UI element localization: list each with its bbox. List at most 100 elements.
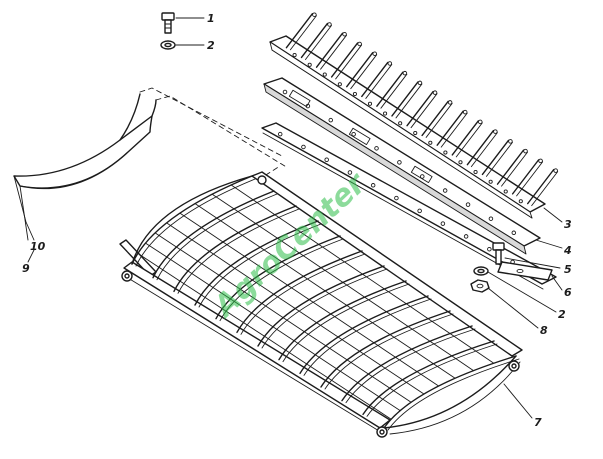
comb-hole xyxy=(292,53,297,58)
callout-3: 3 xyxy=(564,218,572,231)
strip-4-hole xyxy=(488,216,494,221)
strip-5-hole xyxy=(394,195,399,201)
callout-7: 7 xyxy=(534,416,542,429)
comb-hole xyxy=(367,101,373,106)
comb-tooth-tip xyxy=(508,139,513,144)
grate-arc-bar xyxy=(278,280,407,361)
comb-hole xyxy=(458,160,463,165)
grate-arc-bar-edge xyxy=(177,208,300,294)
comb-tooth-edge xyxy=(531,171,559,207)
grate-rod xyxy=(145,242,401,412)
grate-arc-bar-edge xyxy=(135,178,256,267)
grate-arc-bar-edge xyxy=(156,193,278,281)
comb-tooth-edge xyxy=(501,151,528,187)
callout-10: 10 xyxy=(30,240,46,253)
comb-tooth xyxy=(330,42,359,78)
comb-holes xyxy=(292,53,523,204)
callout-5: 5 xyxy=(564,263,572,276)
strip-4-hole xyxy=(351,131,356,137)
comb-bar-part-3 xyxy=(269,12,559,219)
grate-rod xyxy=(154,232,412,403)
strip-5-hole xyxy=(347,170,353,175)
grate-arc-bar xyxy=(383,355,517,429)
comb-hole xyxy=(428,140,433,145)
grate-arc-bar-edge xyxy=(282,283,410,363)
comb-tooth-edge xyxy=(485,141,513,177)
comb-tooth-tip xyxy=(462,109,468,115)
strip-5-hole xyxy=(440,221,446,226)
comb-tooth-edge xyxy=(455,122,483,158)
comb-tooth-edge xyxy=(425,102,453,138)
grate-arc-bar xyxy=(320,310,451,388)
comb-hole xyxy=(503,189,508,194)
comb-tooth-tip xyxy=(357,41,362,47)
comb-hole xyxy=(352,92,357,97)
grate-arc-bar-edge xyxy=(324,313,454,390)
extension-shell-part-9-10 xyxy=(13,87,289,190)
comb-tooth-edge xyxy=(410,93,438,129)
strip-5-hole xyxy=(277,131,283,137)
strip-4-hole xyxy=(465,202,471,207)
grate-longitudinal-rods xyxy=(137,184,495,420)
grate-arc-bar xyxy=(257,265,385,347)
comb-hole xyxy=(337,82,342,87)
comb-tooth xyxy=(346,51,374,88)
comb-hole xyxy=(307,62,312,67)
grate-arc-bar-edge xyxy=(387,358,520,431)
concave-grate-part-7 xyxy=(119,171,523,438)
grate-arc-bar-edge xyxy=(303,298,432,376)
washer-part-2-top xyxy=(160,40,176,50)
grate-arc-bar xyxy=(341,325,473,402)
comb-tooth-edge xyxy=(395,83,423,119)
callout-6: 6 xyxy=(564,286,572,299)
grate-rod xyxy=(230,184,495,364)
grate-arc-bar-edge xyxy=(198,223,322,308)
comb-tooth-tip xyxy=(417,80,423,86)
callout-8: 8 xyxy=(540,324,548,337)
comb-tooth-edge xyxy=(350,54,378,90)
grate-arc-bar xyxy=(152,190,275,279)
comb-tooth-tip xyxy=(523,148,528,154)
callout-1: 1 xyxy=(207,12,215,25)
callout-2-top: 2 xyxy=(207,39,215,52)
strip-5-hole xyxy=(370,183,376,188)
strip-4-hole xyxy=(442,188,448,193)
grate-rod xyxy=(194,203,456,379)
grate-arc-bar xyxy=(236,250,363,334)
grate-arc-bar xyxy=(215,235,341,320)
leader-lines xyxy=(13,17,563,419)
comb-tooth-edge xyxy=(365,63,393,99)
comb-tooth xyxy=(376,71,404,107)
grate-arc-bars xyxy=(131,175,520,431)
strip-4-hole xyxy=(511,230,517,236)
comb-tooth xyxy=(451,120,479,156)
comb-tooth-tip xyxy=(478,119,483,125)
comb-tooth-tip xyxy=(432,90,438,95)
comb-tooth xyxy=(496,149,525,185)
comb-tooth xyxy=(406,90,434,127)
comb-tooth xyxy=(481,139,510,176)
grate-arc-bar xyxy=(131,175,253,265)
grate-rod xyxy=(137,252,392,420)
strip-4-hole xyxy=(420,174,425,179)
comb-hole xyxy=(413,130,418,136)
nut-part-8 xyxy=(470,279,490,293)
grate-arc-bar-edge xyxy=(366,343,498,417)
grate-arc-bar xyxy=(194,220,319,306)
strip-4-hole xyxy=(282,89,288,95)
comb-tooth xyxy=(511,159,540,195)
grate-arc-bar xyxy=(362,340,495,416)
comb-tooth xyxy=(361,61,389,98)
grate-rod xyxy=(166,222,425,395)
strip-5-hole xyxy=(324,157,329,162)
comb-hole xyxy=(322,72,327,77)
comb-tooth-tip xyxy=(312,12,317,17)
callout-2-right: 2 xyxy=(558,308,566,321)
strip-part-4 xyxy=(263,77,541,255)
comb-hole xyxy=(398,121,403,126)
strip-4-hole xyxy=(397,160,402,165)
comb-tooth-tip xyxy=(402,70,408,76)
comb-hole xyxy=(383,111,388,116)
